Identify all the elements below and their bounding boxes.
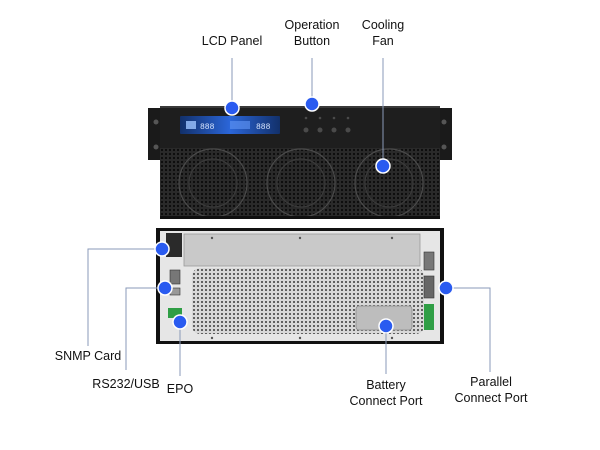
label-parallel-connect-port: Parallel Connect Port [443, 374, 539, 406]
label-epo: EPO [160, 381, 200, 397]
label-cooling-line1: Cooling [361, 18, 405, 32]
label-operation-line2: Button [293, 34, 331, 48]
marker-cooling-fan [375, 158, 391, 174]
label-snmp-text: SNMP Card [54, 349, 122, 363]
label-snmp-card: SNMP Card [40, 348, 136, 364]
label-operation-button: Operation Button [272, 17, 352, 49]
label-parallel-line2: Connect Port [454, 391, 528, 405]
parallel-terminal [424, 304, 434, 330]
marker-parallel-connect-port [438, 280, 454, 296]
label-cooling-fan: Cooling Fan [348, 17, 418, 49]
rs232-port [169, 269, 181, 285]
marker-battery-connect-port [378, 318, 394, 334]
leader-lines [87, 58, 491, 376]
label-rs232-text: RS232/USB [92, 377, 160, 391]
front-unit: 888 888 [148, 106, 452, 219]
marker-rs232-usb [157, 280, 173, 296]
lcd-readout-1: 888 [200, 123, 215, 132]
marker-lcd-panel [224, 100, 240, 116]
cover-plate [183, 233, 421, 267]
marker-snmp-card [154, 241, 170, 257]
label-operation-line1: Operation [284, 18, 340, 32]
rear-unit [156, 228, 444, 344]
leader-rs232 [125, 287, 165, 370]
label-epo-text: EPO [166, 382, 194, 396]
label-lcd-panel-text: LCD Panel [201, 34, 263, 48]
label-battery-connect-port: Battery Connect Port [338, 377, 434, 409]
snmp-card-slot [166, 233, 182, 257]
label-parallel-line1: Parallel [470, 375, 512, 389]
cooling-fans [178, 148, 424, 218]
marker-epo [172, 314, 188, 330]
leader-parallel [446, 287, 491, 372]
lcd-readout-2: 888 [256, 123, 271, 132]
leader-snmp [87, 248, 162, 346]
parallel-port-upper [423, 251, 435, 271]
marker-operation-button [304, 96, 320, 112]
operation-buttons [303, 116, 351, 133]
markers [154, 96, 454, 334]
epo-terminal [168, 308, 182, 318]
label-lcd-panel: LCD Panel [186, 33, 278, 49]
label-cooling-line2: Fan [372, 34, 394, 48]
parallel-port-lower [423, 275, 435, 299]
label-rs232-usb: RS232/USB [78, 376, 174, 392]
label-battery-line1: Battery [366, 378, 406, 392]
label-battery-line2: Connect Port [349, 394, 423, 408]
